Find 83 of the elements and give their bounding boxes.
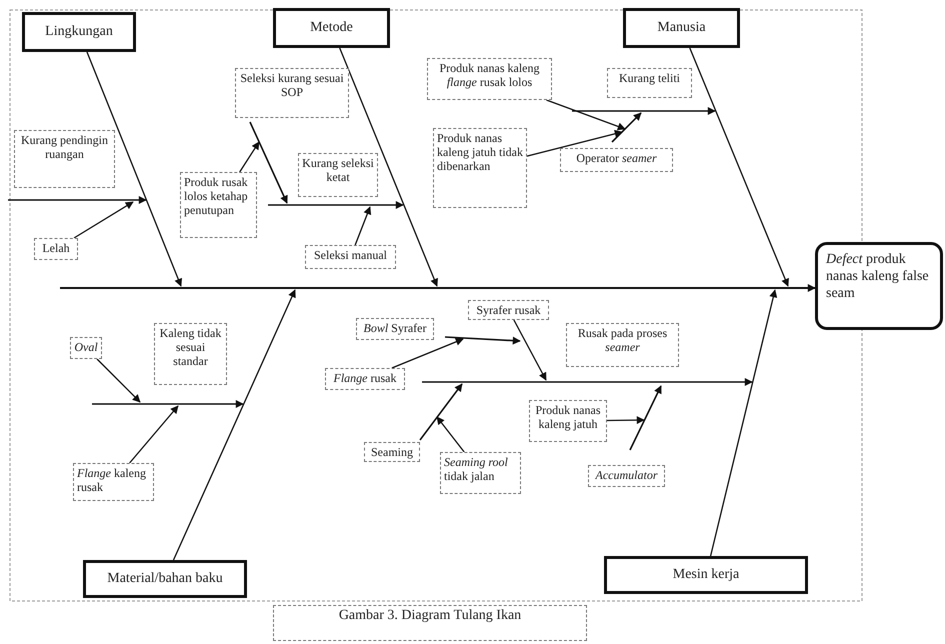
cause-label: Bowl Syrafer: [364, 321, 426, 335]
category-label: Manusia: [657, 20, 706, 36]
cause-box: [73, 463, 154, 501]
arrow: [710, 289, 778, 556]
arrow: [392, 338, 464, 369]
bone-line: [611, 112, 642, 143]
cause-label: Seleksi manual: [314, 248, 387, 262]
cause-box: [305, 245, 396, 269]
cause-label: Produk nanas kaleng jatuh: [536, 403, 600, 431]
category-box: [623, 8, 740, 48]
category-label: Mesin kerja: [672, 567, 740, 583]
cause-box: [364, 442, 420, 462]
cause-label: Operator seamer: [576, 151, 657, 165]
cause-label: Kurang pendingin ruangan: [21, 133, 108, 161]
cause-label: Kaleng tidak sesuai standar: [160, 326, 222, 368]
cause-box: [70, 337, 102, 359]
bone-line: [249, 122, 288, 204]
arrow: [74, 201, 134, 239]
cause-box: [529, 400, 607, 442]
arrow: [86, 52, 182, 287]
bone-line: [444, 336, 521, 345]
cause-box: [356, 318, 434, 340]
cause-label: Oval: [74, 340, 98, 354]
cause-label: Seleksi kurang sesuai SOP: [240, 71, 344, 99]
bone-line: [419, 383, 463, 440]
cause-label: Accumulator: [596, 468, 658, 482]
arrow: [526, 130, 623, 157]
arrow: [546, 99, 626, 130]
cause-box: [433, 128, 527, 208]
cause-box: [34, 238, 78, 260]
cause-label: Kurang teliti: [619, 71, 680, 85]
cause-box: [325, 368, 405, 390]
cause-box: [560, 148, 673, 172]
cause-box: [180, 172, 257, 238]
category-box: [22, 12, 136, 52]
bone-line: [629, 385, 662, 450]
cause-box: [427, 58, 552, 100]
category-label: Material/bahan baku: [107, 571, 223, 587]
cause-label: Seaming: [371, 445, 413, 459]
category-box: [604, 556, 808, 594]
bone-line: [8, 196, 147, 204]
cause-label: Flange rusak: [334, 371, 396, 385]
bone-line: [422, 378, 753, 386]
category-label: Lingkungan: [45, 24, 113, 40]
cause-box: [14, 130, 115, 188]
category-box: [273, 8, 390, 48]
cause-box: [607, 68, 692, 98]
cause-label: Produk rusak lolos ketahap penutupan: [184, 175, 248, 217]
cause-label: Kurang seleksi ketat: [302, 156, 374, 184]
cause-label: Lelah: [42, 241, 70, 255]
cause-box: [235, 68, 349, 118]
effect-label: Defect produk nanas kaleng false seam: [826, 252, 929, 301]
category-label: Metode: [310, 20, 353, 36]
category-box: [83, 560, 247, 598]
arrow: [129, 405, 179, 464]
cause-label: Produk nanas kaleng flange rusak lolos: [440, 61, 540, 89]
cause-label: Rusak pada proses seamer: [578, 326, 668, 354]
arrow: [172, 289, 296, 560]
cause-box: [298, 153, 378, 197]
cause-box: [468, 300, 549, 320]
bone-line: [572, 107, 716, 115]
arrow: [96, 358, 141, 403]
arrow: [800, 284, 816, 292]
cause-box: [440, 452, 521, 494]
caption: Gambar 3. Diagram Tulang Ikan: [273, 605, 587, 641]
arrow: [354, 206, 372, 246]
arrow: [436, 416, 465, 452]
arrow: [239, 141, 260, 172]
cause-box: [154, 323, 227, 385]
cause-label: Seaming rool tidak jalan: [444, 455, 508, 483]
cause-box: [588, 465, 665, 487]
bone-line: [60, 287, 800, 289]
arrow: [689, 48, 789, 287]
arrow: [339, 48, 438, 287]
bone-line: [92, 400, 244, 408]
arrow: [513, 320, 547, 381]
cause-label: Syrafer rusak: [476, 303, 541, 317]
cause-label: Flange kaleng rusak: [77, 466, 146, 494]
cause-label: Produk nanas kaleng jatuh tidak dibenarkan: [437, 131, 523, 173]
effect-box: [815, 242, 943, 330]
arrow: [607, 416, 645, 424]
cause-box: [566, 323, 679, 367]
bone-line: [268, 201, 404, 209]
